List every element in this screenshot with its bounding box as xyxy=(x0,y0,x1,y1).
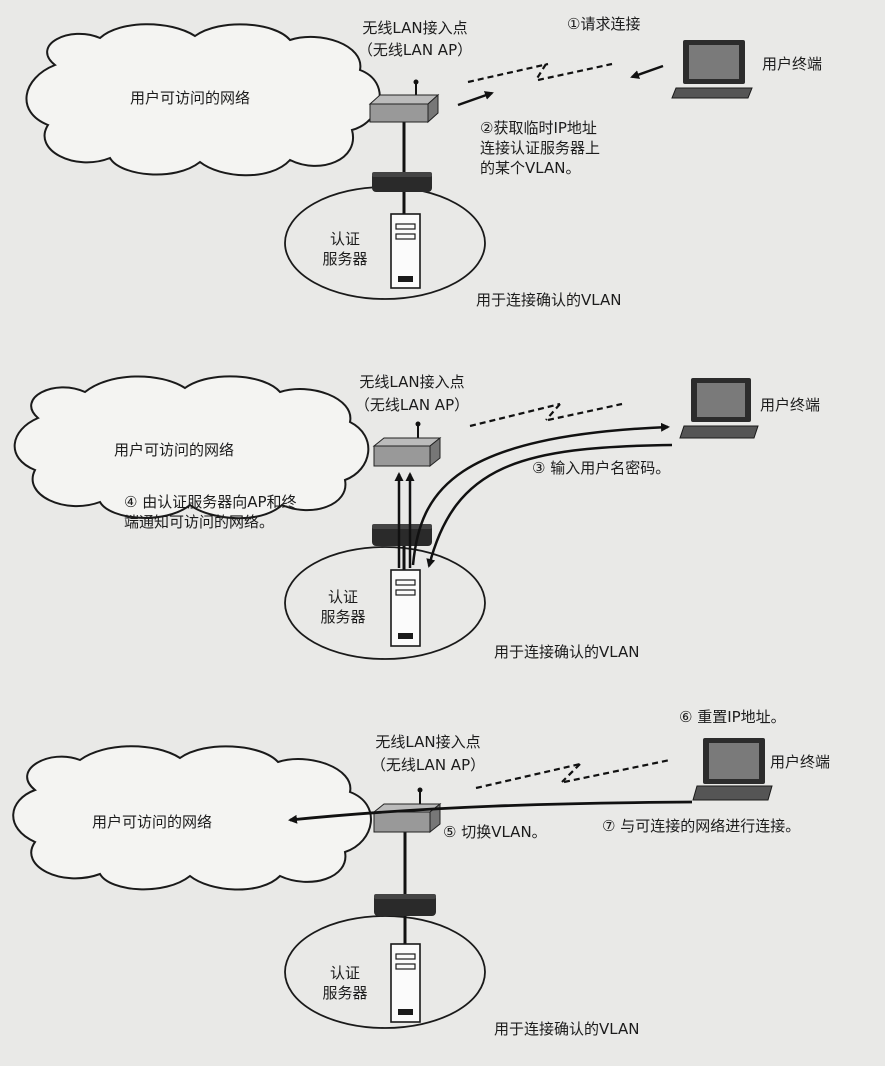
panel-1 xyxy=(25,23,753,300)
step-6-label: ⑥ 重置IP地址。 xyxy=(679,708,786,726)
ap-sublabel: （无线LAN AP） xyxy=(354,396,470,414)
ap-label: 无线LAN接入点 xyxy=(375,733,481,751)
terminal-label: 用户终端 xyxy=(770,753,831,771)
server-label: 认证 服务器 xyxy=(322,964,368,1002)
vlan-label: 用于连接确认的VLAN xyxy=(494,643,640,661)
ap-label: 无线LAN接入点 xyxy=(362,19,468,37)
server-icon xyxy=(390,213,421,289)
vlan-ellipse xyxy=(284,546,486,660)
credential-arrows xyxy=(411,422,673,568)
terminal-label: 用户终端 xyxy=(760,396,821,414)
access-point-icon xyxy=(372,421,442,468)
laptop-icon xyxy=(671,40,753,99)
step-4-label: ④ 由认证服务器向AP和终 端通知可访问的网络。 xyxy=(124,493,297,531)
step-2-label: ②获取临时IP地址 连接认证服务器上 的某个VLAN。 xyxy=(480,119,601,177)
server-icon xyxy=(390,943,421,1023)
network-cloud xyxy=(25,23,381,177)
access-point-icon xyxy=(368,79,440,124)
notify-arrows xyxy=(394,472,415,568)
ap-sublabel: （无线LAN AP） xyxy=(370,756,486,774)
ip-assign-arrow xyxy=(457,91,494,107)
ap-label: 无线LAN接入点 xyxy=(359,373,465,391)
access-point-icon xyxy=(372,787,442,834)
network-cloud xyxy=(13,375,370,520)
network-label: 用户可访问的网络 xyxy=(114,441,235,459)
wireless-signal-icon xyxy=(475,758,671,790)
laptop-icon xyxy=(679,378,759,439)
terminal-label: 用户终端 xyxy=(762,55,823,73)
ap-sublabel: （无线LAN AP） xyxy=(357,41,473,59)
server-icon xyxy=(390,569,421,647)
vlan-label: 用于连接确认的VLAN xyxy=(494,1020,640,1038)
panel-3 xyxy=(12,738,773,1029)
switch-icon xyxy=(374,894,436,916)
laptop-icon xyxy=(692,738,773,801)
server-label: 认证 服务器 xyxy=(322,230,368,268)
request-arrow xyxy=(630,64,664,79)
connect-network-arrow xyxy=(288,800,693,824)
vlan-label: 用于连接确认的VLAN xyxy=(476,291,622,309)
step-1-label: ①请求连接 xyxy=(567,15,641,33)
wireless-signal-icon xyxy=(469,402,623,428)
switch-icon xyxy=(372,524,432,546)
network-label: 用户可访问的网络 xyxy=(130,89,251,107)
panel-2 xyxy=(13,375,759,660)
wireless-signal-icon xyxy=(467,62,613,84)
switch-icon xyxy=(372,172,432,192)
network-cloud xyxy=(12,745,372,891)
server-label: 认证 服务器 xyxy=(320,588,366,626)
step-5-label: ⑤ 切换VLAN。 xyxy=(443,823,547,841)
network-label: 用户可访问的网络 xyxy=(92,813,213,831)
step-3-label: ③ 输入用户名密码。 xyxy=(532,459,671,477)
step-7-label: ⑦ 与可连接的网络进行连接。 xyxy=(602,817,801,835)
